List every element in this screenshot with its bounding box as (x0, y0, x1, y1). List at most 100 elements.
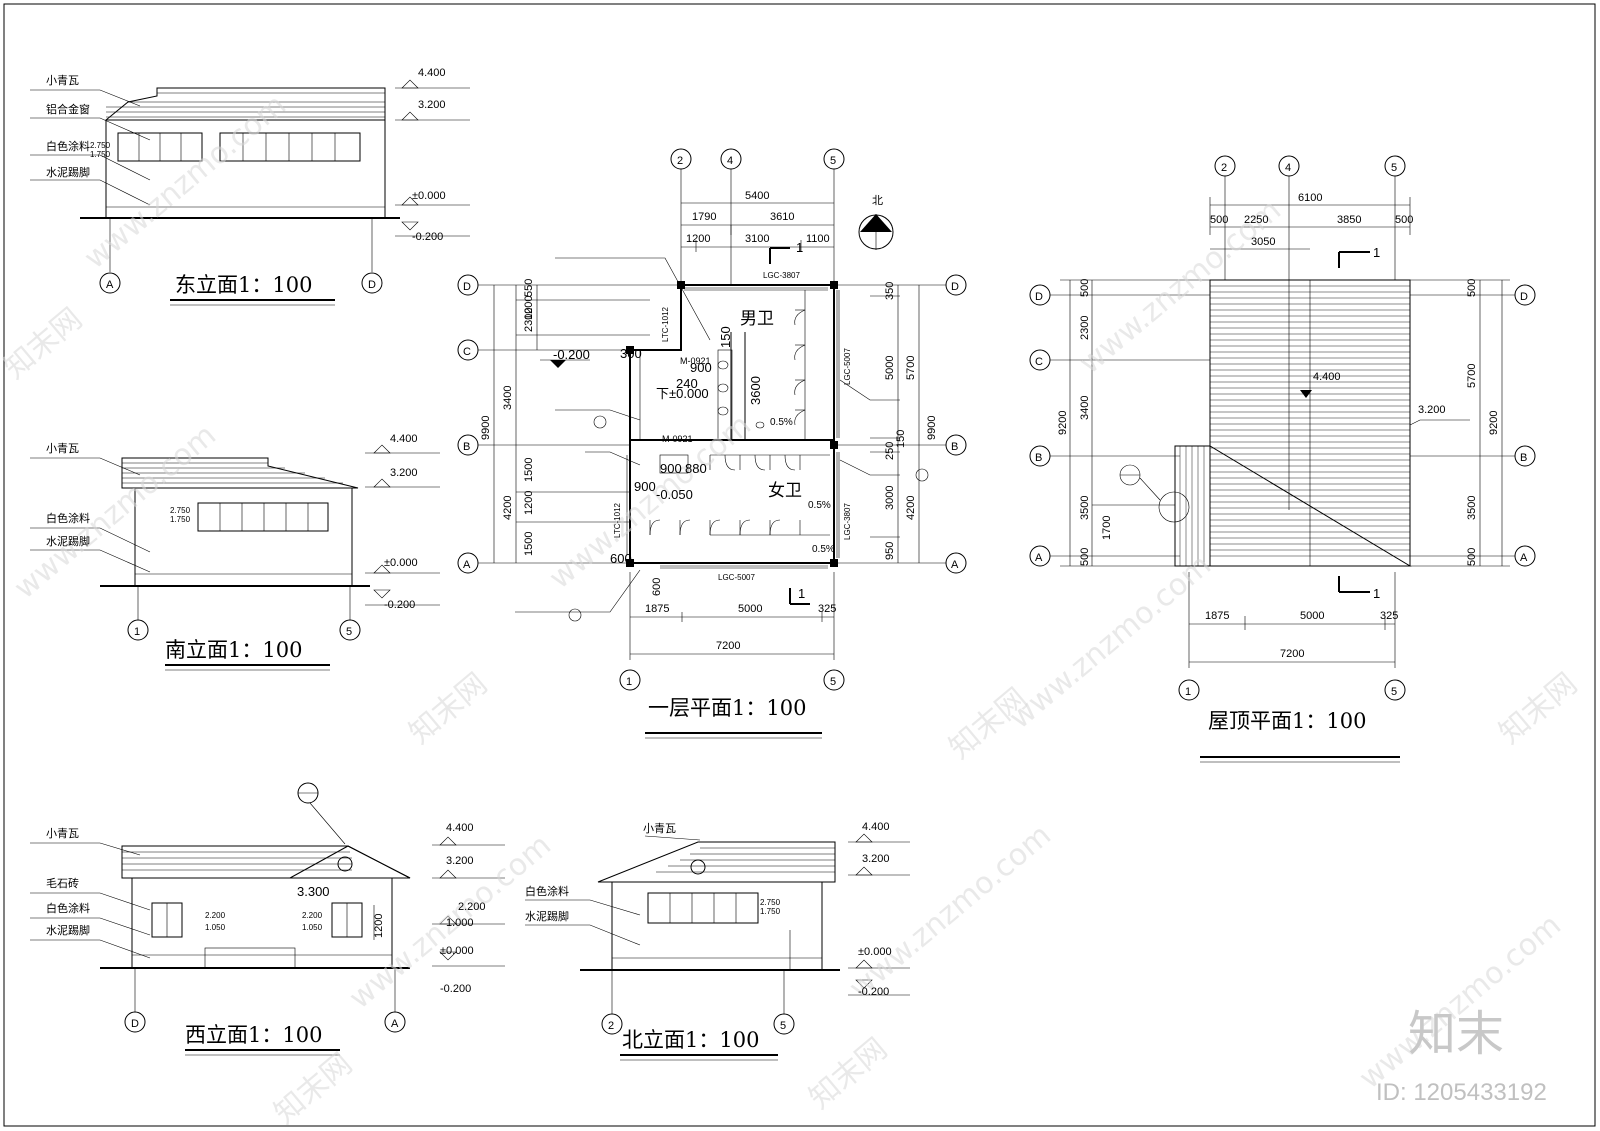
plan-dim-right-0: 350 (884, 282, 896, 300)
west-win-hi-1: 2.200 (205, 911, 226, 920)
plan-axis-c-left: C (463, 346, 471, 358)
plan-dim-left-2: 550 (523, 279, 535, 297)
roof-dim-left-2: 3400 (1079, 396, 1091, 420)
plan-dim-right-1: 5000 (884, 356, 896, 380)
plan-dim-600: 600 (610, 551, 632, 566)
plan-dim-left-1: 1200 (523, 296, 535, 320)
north-elevation (525, 833, 910, 1061)
plan-dim-left-6: 1500 (523, 458, 535, 482)
plan-slope-2: 0.5% (808, 500, 831, 511)
plan-dim-top-3: 1200 (686, 233, 710, 245)
north-label-skirt: 水泥踢脚 (525, 909, 569, 923)
plan-dim-bottom-1: 1875 (645, 603, 669, 615)
watermark-id: ID: 1205433192 (1376, 1079, 1547, 1106)
roof-dim-top-5: 3050 (1251, 236, 1275, 248)
east-label-tile: 小青瓦 (46, 74, 79, 87)
roof-dim-top-2: 2250 (1244, 214, 1268, 226)
south-label-paint: 白色涂料 (46, 511, 90, 525)
roof-plan-title: 屋顶平面1：100 (1208, 709, 1366, 733)
plan-dim-bottom-2: 5000 (738, 603, 762, 615)
plan-dim-right-2: 5700 (905, 356, 917, 380)
watermark-site-8: www.znzmo.com (8, 418, 223, 607)
plan-dim-bottom-4: 7200 (716, 640, 740, 652)
plan-dim-900a: 900 (690, 360, 712, 375)
south-sill-lo: 1.750 (170, 515, 191, 524)
roof-dim-left-0: 500 (1079, 279, 1091, 297)
plan-label-ltc2: LTC-1012 (613, 502, 622, 538)
north-sill-hi: 2.750 (760, 898, 781, 907)
plan-label-m0921a: M-0921 (680, 356, 711, 366)
plan-axis-1-bottom: 1 (626, 676, 632, 688)
south-level-ground: ±0.000 (384, 557, 418, 569)
west-axis-d: D (131, 1018, 139, 1030)
plan-label-m0921b: M-0921 (662, 434, 693, 444)
plan-dim-900b: 900 (660, 461, 682, 476)
roof-dim-left-1: 2300 (1079, 316, 1091, 340)
east-level-outdoor: -0.200 (412, 231, 443, 243)
north-level-ridge: 4.400 (862, 821, 890, 833)
east-label-skirt: 水泥踢脚 (46, 165, 90, 179)
east-elevation-title: 东立面1：100 (175, 273, 312, 297)
plan-dim-300: 300 (620, 346, 642, 361)
roof-axis-d-left: D (1035, 291, 1043, 303)
roof-dim-left-5: 1700 (1101, 516, 1113, 540)
north-level-outdoor: -0.200 (858, 986, 889, 998)
roof-dim-bottom-2: 325 (1380, 610, 1398, 622)
plan-section-mark-top: 1 (796, 240, 803, 255)
roof-dim-top-3: 3850 (1337, 214, 1361, 226)
roof-dim-right-0: 500 (1466, 279, 1478, 297)
plan-dim-left-8: 1500 (523, 532, 535, 556)
plan-dim-left-7: 1200 (523, 491, 535, 515)
roof-axis-b-right: B (1520, 452, 1527, 464)
plan-axis-a-left: A (463, 559, 471, 571)
west-win-height: 1200 (373, 914, 385, 938)
watermark-brand-4: 知末网 (268, 1046, 359, 1131)
plan-label-lgc3807b: LGC-3807 (843, 503, 852, 540)
east-label-window: 铝合金窗 (46, 102, 90, 116)
north-axis-2: 2 (608, 1020, 614, 1032)
west-level-a: 3.300 (297, 884, 330, 899)
watermark-site-1: www.znzmo.com (78, 88, 293, 277)
watermark-site-4: www.znzmo.com (1003, 548, 1218, 737)
watermark-brand-1: 知末网 (0, 301, 89, 386)
north-elevation-title: 北立面1：100 (622, 1028, 759, 1052)
roof-dim-right-2: 9200 (1488, 411, 1500, 435)
roof-elev-mid: 3.200 (1418, 404, 1446, 416)
west-level-eave: 3.200 (446, 855, 474, 867)
plan-title: 一层平面1：100 (648, 696, 806, 720)
plan-axis-2: 2 (677, 155, 683, 167)
watermark-site-6: www.znzmo.com (843, 818, 1058, 1007)
plan-axis-b-right: B (951, 441, 958, 453)
roof-dim-top-0: 6100 (1298, 192, 1322, 204)
roof-section-mark-bottom: 1 (1373, 586, 1380, 601)
south-label-skirt: 水泥踢脚 (46, 534, 90, 548)
plan-dim-right-7: 4200 (905, 496, 917, 520)
west-axis-a: A (391, 1018, 399, 1030)
south-elevation-title: 南立面1：100 (165, 638, 302, 662)
east-label-paint: 白色涂料 (46, 139, 90, 153)
plan-dim-150: 150 (718, 326, 733, 348)
roof-dim-right-3: 3500 (1466, 496, 1478, 520)
plan-dim-top-4: 3100 (745, 233, 769, 245)
watermark-brand-2: 知末网 (403, 666, 494, 751)
west-label-brick: 毛石砖 (46, 876, 79, 890)
plan-dim-3600: 3600 (748, 376, 763, 405)
roof-axis-1-bottom: 1 (1185, 686, 1191, 698)
roof-axis-5-bottom: 5 (1391, 686, 1397, 698)
west-label-skirt: 水泥踢脚 (46, 923, 90, 937)
first-floor-plan (457, 148, 967, 739)
roof-axis-5-top: 5 (1391, 162, 1397, 174)
roof-dim-bottom-3: 7200 (1280, 648, 1304, 660)
plan-elev-down: 下±0.000 (656, 386, 709, 401)
roof-plan (1029, 155, 1536, 763)
plan-room-women: 女卫 (768, 481, 802, 501)
plan-dim-left-4: 9900 (480, 416, 492, 440)
plan-dim-left-3: 3400 (502, 386, 514, 410)
south-label-tile: 小青瓦 (46, 442, 79, 455)
plan-dim-left-0: 2300 (523, 308, 535, 332)
plan-axis-5-bottom: 5 (830, 676, 836, 688)
plan-dim-right-4: 250 (884, 442, 896, 460)
plan-elev-m020: -0.200 (553, 347, 590, 362)
